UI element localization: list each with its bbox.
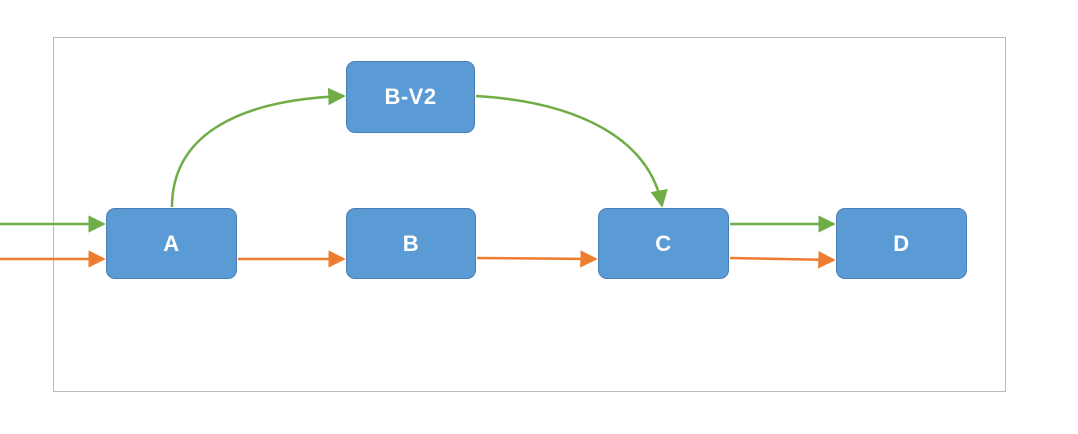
node-d: D [836, 208, 967, 279]
node-a: A [106, 208, 237, 279]
node-d-label: D [893, 230, 910, 256]
node-b: B [346, 208, 476, 279]
node-a-label: A [163, 230, 180, 256]
node-b-v2-label: B-V2 [384, 84, 437, 109]
node-c-label: C [655, 230, 672, 256]
node-b-label: B [402, 230, 420, 256]
node-b-v2: B-V2 [346, 61, 475, 133]
node-c: C [598, 208, 729, 279]
